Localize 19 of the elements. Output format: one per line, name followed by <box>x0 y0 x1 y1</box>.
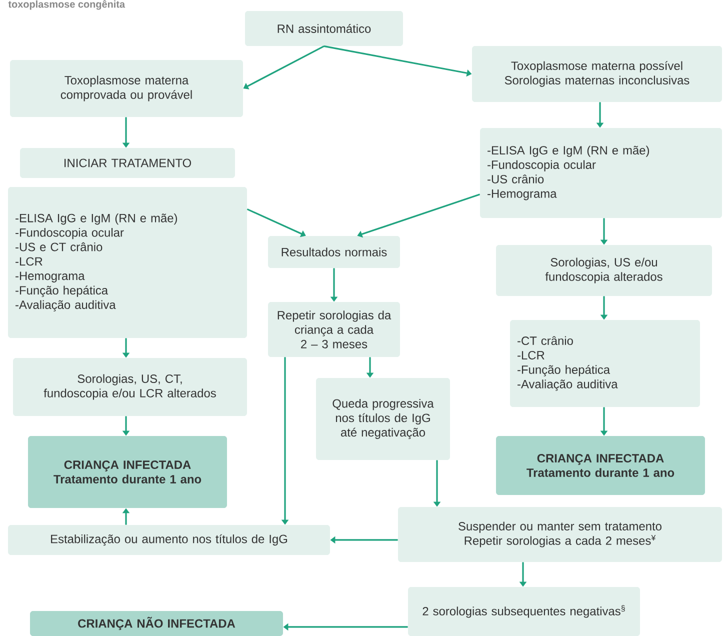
process-box: Toxoplasmose materna comprovada ou provável <box>10 60 243 117</box>
process-box: RN assintomático <box>245 11 403 46</box>
process-box: 2 sorologias subsequentes negativas$^{§}$ <box>408 586 640 636</box>
process-box: Repetir sorologias da criança a cada 2 – 3 meses <box>268 302 400 357</box>
process-box: Sorologias, US e/ou fundoscopia alterados <box>496 244 712 296</box>
result-box: CRIANÇA INFECTADA Tratamento durante 1 ano <box>28 436 227 508</box>
process-box: INICIAR TRATAMENTO <box>20 148 235 178</box>
title: toxoplasmose congênita <box>8 0 126 10</box>
result-box: CRIANÇA NÃO INFECTADA <box>30 610 283 636</box>
process-box: Queda progressiva nos títulos de IgG até negativação <box>316 378 450 460</box>
process-box: Sorologias, US, CT, fundoscopia e/ou LCR alterados <box>13 358 247 416</box>
process-box: -ELISA IgG e IgM (RN e mãe) -Fundoscopia ocular -US crânio -Hemograma <box>480 128 722 218</box>
result-box: CRIANÇA INFECTADA Tratamento durante 1 ano <box>496 436 705 495</box>
process-box: Resultados normais <box>268 236 400 268</box>
process-box: Toxoplasmose materna possível Sorologias maternas inconclusivas <box>472 46 722 102</box>
process-box: Estabilização ou aumento nos títulos de IgG <box>8 524 330 555</box>
process-box: -CT crânio -LCR -Função hepática -Avaliação auditiva <box>510 320 700 407</box>
process-box: Suspender ou manter sem tratamento Repetir sorologias a cada 2 meses$^{¥}$ <box>398 506 722 562</box>
process-box: -ELISA IgG e IgM (RN e mãe) -Fundoscopia ocular -US e CT crânio -LCR -Hemograma -Função hepática -Avaliação auditiva <box>8 186 247 338</box>
